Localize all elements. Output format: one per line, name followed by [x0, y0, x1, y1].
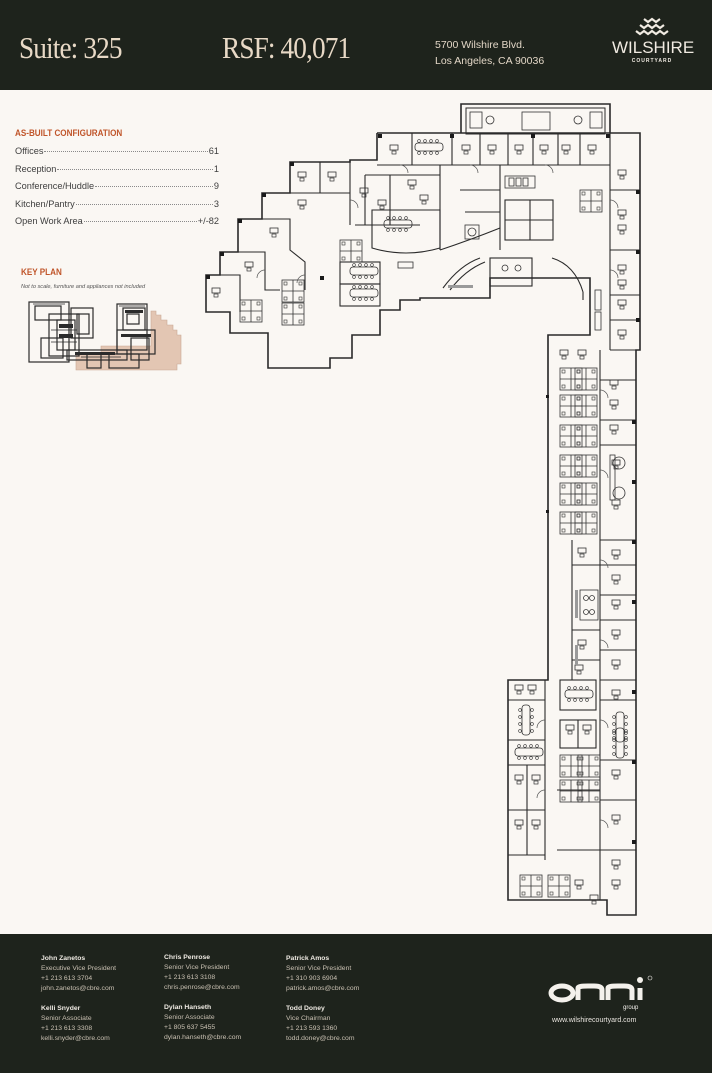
contact-email[interactable]: patrick.amos@cbre.com [286, 985, 360, 992]
contact-card: John Zanetos Executive Vice President +1… [41, 954, 116, 994]
config-row-kitchen: Kitchen/Pantry 3 [15, 199, 219, 217]
contact-email[interactable]: dylan.hanseth@cbre.com [164, 1034, 242, 1041]
config-value: 61 [208, 146, 219, 156]
config-label: Kitchen/Pantry [15, 198, 75, 209]
contact-name: Chris Penrose [164, 954, 211, 961]
config-row-offices: Offices 61 [15, 146, 219, 164]
contact-name: Patrick Amos [286, 955, 330, 962]
contact-title: Vice Chairman [286, 1015, 331, 1022]
contact-phone[interactable]: +1 805 637 5455 [164, 1024, 216, 1031]
contact-name: John Zanetos [41, 955, 86, 962]
dot-leader [83, 221, 197, 222]
config-value: 1 [213, 163, 219, 174]
address-line-1: 5700 Wilshire Blvd. [435, 39, 525, 51]
rsf-value: RSF: 40,071 [222, 30, 351, 65]
header-bar: Suite: 325 RSF: 40,071 5700 Wilshire Blv… [0, 0, 712, 90]
website-link[interactable]: www.wilshirecourtyard.com [552, 1017, 637, 1024]
contact-email[interactable]: todd.doney@cbre.com [286, 1035, 355, 1042]
onni-group-logo: group [548, 975, 653, 1011]
contact-card: Chris Penrose Senior Vice President +1 2… [164, 953, 240, 993]
config-label: Open Work Area [15, 216, 83, 226]
wilshire-courtyard-logo: WILSHIRE COURTYARD [612, 16, 695, 64]
config-row-conference: Conference/Huddle 9 [15, 181, 219, 199]
contact-card: Patrick Amos Senior Vice President +1 31… [286, 954, 359, 994]
key-plan-diagram [28, 301, 182, 371]
contact-card: Todd Doney Vice Chairman +1 213 593 1360… [286, 1004, 355, 1044]
dot-leader [75, 203, 213, 205]
brand-subtitle: COURTYARD [631, 58, 673, 64]
config-row-reception: Reception 1 [15, 164, 219, 182]
config-value: +/-82 [197, 216, 219, 226]
config-label: Conference/Huddle [15, 181, 95, 191]
contact-phone[interactable]: +1 213 593 1360 [286, 1025, 338, 1032]
contact-title: Senior Vice President [286, 965, 352, 972]
as-built-configuration: AS-BUILT CONFIGURATION Offices 61 Recepti… [15, 128, 219, 234]
config-label: Offices [15, 146, 44, 156]
config-value: 3 [213, 198, 219, 209]
configuration-title: AS-BUILT CONFIGURATION [15, 128, 123, 138]
dot-leader [57, 168, 213, 170]
contact-title: Senior Associate [164, 1014, 215, 1021]
contact-card: Dylan Hanseth Senior Associate +1 805 63… [164, 1003, 241, 1043]
contact-email[interactable]: kelli.snyder@cbre.com [41, 1035, 110, 1042]
key-plan-note: Not to scale, furniture and appliances n… [21, 284, 146, 290]
contact-title: Executive Vice President [41, 965, 117, 972]
contact-phone[interactable]: +1 213 613 3704 [41, 975, 93, 982]
brand-name: WILSHIRE [612, 38, 695, 57]
contact-phone[interactable]: +1 310 903 6904 [286, 975, 338, 982]
onni-group-subtitle: group [623, 1005, 639, 1011]
contact-card: Kelli Snyder Senior Associate +1 213 613… [41, 1004, 110, 1044]
config-row-open-work: Open Work Area +/-82 [15, 216, 219, 234]
config-value: 9 [213, 181, 219, 191]
footer-bar [0, 934, 712, 1073]
contact-phone[interactable]: +1 213 613 3108 [164, 974, 216, 981]
key-plan-title: KEY PLAN [21, 267, 62, 277]
address: 5700 Wilshire Blvd. Los Angeles, CA 9003… [435, 37, 544, 69]
contact-name: Dylan Hanseth [164, 1004, 212, 1011]
contact-title: Senior Associate [41, 1015, 92, 1022]
contact-name: Kelli Snyder [41, 1005, 81, 1012]
dot-leader [44, 151, 208, 152]
contact-name: Todd Doney [286, 1005, 325, 1012]
config-label: Reception [15, 163, 57, 174]
wave-logo-icon [635, 17, 669, 36]
address-line-2: Los Angeles, CA 90036 [435, 55, 545, 67]
contact-email[interactable]: chris.penrose@cbre.com [164, 984, 240, 991]
contact-email[interactable]: john.zanetos@cbre.com [41, 985, 115, 992]
floor-plan-drawing [205, 103, 641, 916]
suite-number: Suite: 325 [19, 30, 122, 65]
contact-phone[interactable]: +1 213 613 3308 [41, 1025, 93, 1032]
key-plan: KEY PLAN Not to scale, furniture and app… [21, 267, 221, 384]
contact-title: Senior Vice President [164, 964, 230, 971]
dot-leader [95, 186, 213, 187]
